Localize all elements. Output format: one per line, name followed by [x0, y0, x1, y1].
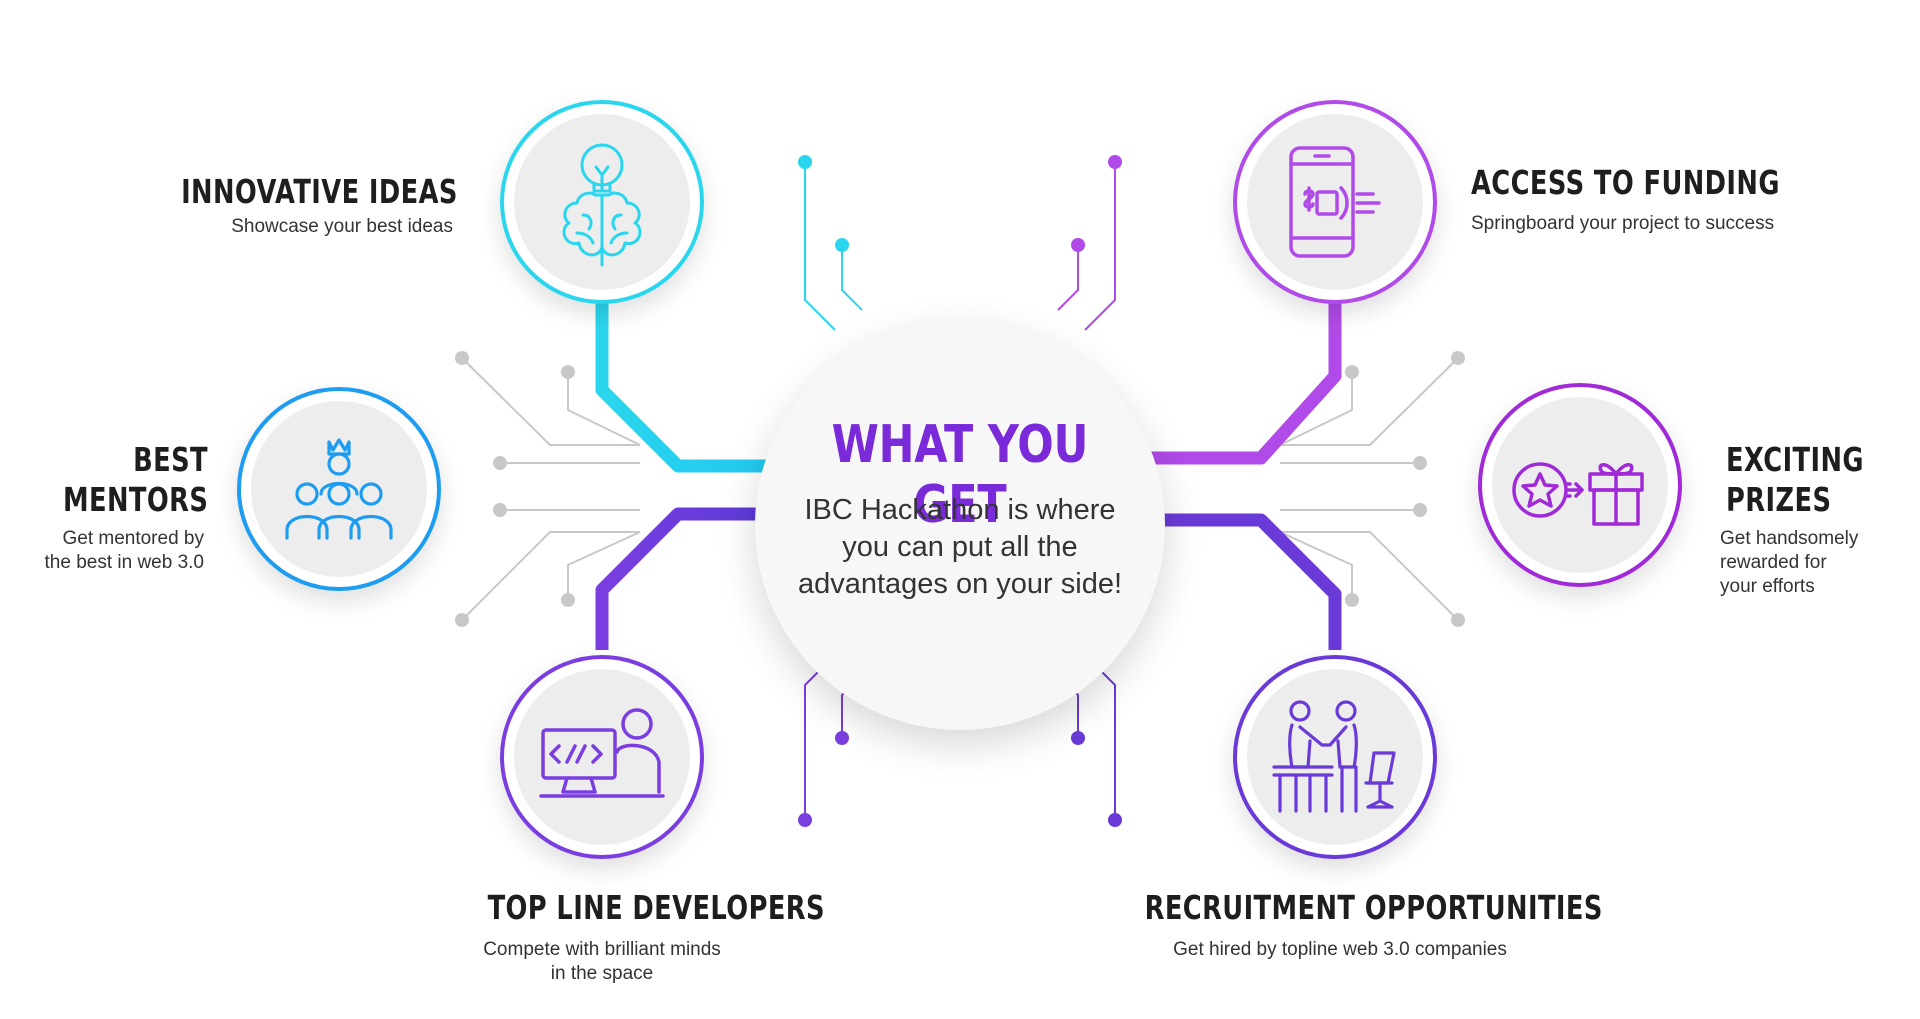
title-exciting-prizes: EXCITING	[1726, 440, 1864, 479]
node-top-line-developers	[500, 655, 704, 859]
grey-traces-left	[461, 357, 641, 621]
title-best-mentors-line2: MENTORS	[62, 480, 208, 519]
desc-top-line-developers: Compete with brilliant minds in the spac…	[483, 939, 721, 984]
connector-innovative-ideas	[595, 300, 770, 473]
thin-dots-left	[798, 155, 849, 827]
node-access-to-funding	[1233, 100, 1437, 304]
node-exciting-prizes	[1478, 383, 1682, 587]
desc-recruitment-opportunities: Get hired by topline web 3.0 companies	[1173, 939, 1507, 960]
star-to-gift-icon	[1512, 462, 1644, 526]
connector-recruitment	[1150, 513, 1342, 650]
mentor-group-icon	[285, 438, 393, 540]
title-exciting-prizes-line2: PRIZES	[1726, 480, 1832, 519]
desc-innovative-ideas: Showcase your best ideas	[231, 216, 453, 237]
grey-traces-right	[1279, 357, 1459, 621]
title-innovative-ideas: INNOVATIVE IDEAS	[181, 172, 458, 211]
lightbulb-brain-icon	[562, 143, 642, 267]
title-best-mentors: BEST	[133, 440, 208, 479]
desc-best-mentors: Get mentored by the best in web 3.0	[44, 528, 205, 573]
connector-access-to-funding	[1150, 300, 1342, 465]
developer-computer-icon	[539, 708, 665, 798]
center-description: IBC Hackathon is where you can put all t…	[797, 494, 1123, 600]
connector-top-line-developers	[595, 507, 770, 650]
grey-dots-right	[1345, 351, 1465, 627]
desc-access-to-funding: Springboard your project to success	[1471, 213, 1775, 234]
grey-dots-left	[455, 351, 575, 627]
center-title: WHAT YOU GET	[792, 415, 1128, 535]
thin-dots-right	[1071, 155, 1122, 827]
title-access-to-funding: ACCESS TO FUNDING	[1471, 163, 1780, 202]
node-recruitment-opportunities	[1233, 655, 1437, 859]
node-best-mentors	[237, 387, 441, 591]
mobile-payment-icon	[1289, 146, 1381, 258]
thick-connectors	[440, 300, 1490, 650]
title-top-line-developers: TOP LINE DEVELOPERS	[487, 888, 825, 927]
title-recruitment-opportunities: RECRUITMENT OPPORTUNITIES	[1144, 888, 1603, 927]
handshake-hiring-icon	[1272, 700, 1396, 813]
node-innovative-ideas	[500, 100, 704, 304]
center-circle: WHAT YOU GET IBC Hackathon is where you …	[755, 320, 1165, 730]
desc-exciting-prizes: Get handsomely rewarded for your efforts	[1720, 528, 1859, 597]
